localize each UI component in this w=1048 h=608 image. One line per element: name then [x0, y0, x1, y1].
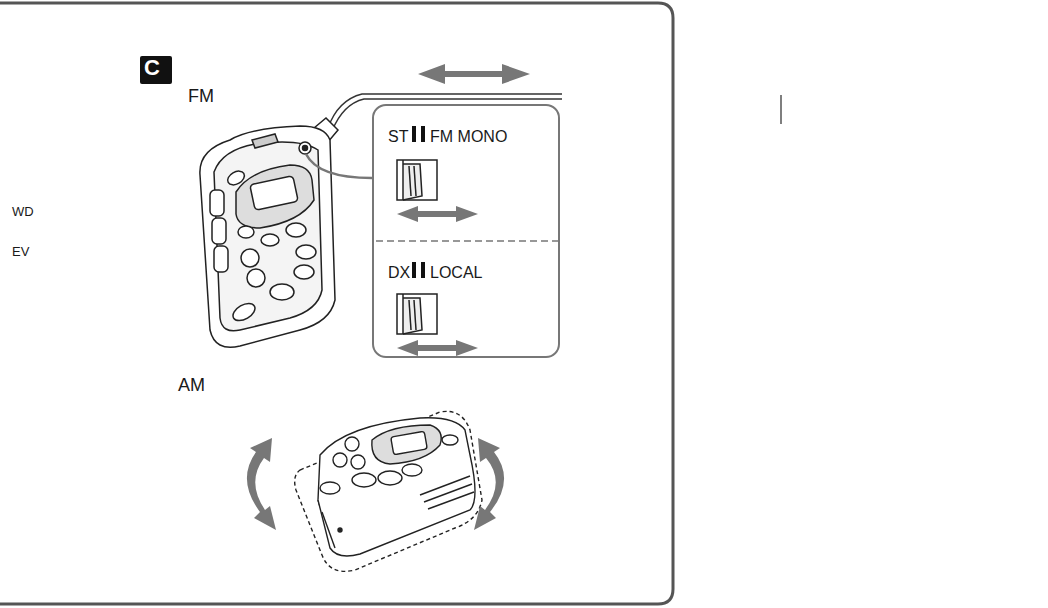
- switch-label: LOCAL: [430, 264, 482, 282]
- figure-letter: C: [140, 56, 164, 80]
- margin-mark: [780, 95, 782, 124]
- band-label: FM: [188, 86, 214, 107]
- panel-border: [0, 3, 673, 604]
- switch-callout: ST FM MONO DX LOCAL: [372, 104, 560, 358]
- rotation-arrow: [247, 438, 504, 530]
- switch-label: DX: [388, 264, 410, 282]
- switch-label: ST: [388, 128, 408, 146]
- divider: [376, 240, 558, 242]
- cut-off-label: EV: [12, 244, 29, 259]
- switch-label: FM MONO: [430, 128, 507, 146]
- cut-off-label: WD: [12, 204, 34, 219]
- band-label: AM: [178, 375, 205, 396]
- pull-arrow: [418, 64, 530, 84]
- figure-letter-box: C: [140, 56, 172, 84]
- leader-line: [306, 154, 372, 178]
- walkman-fm: [200, 126, 335, 347]
- walkman-am: [295, 411, 482, 571]
